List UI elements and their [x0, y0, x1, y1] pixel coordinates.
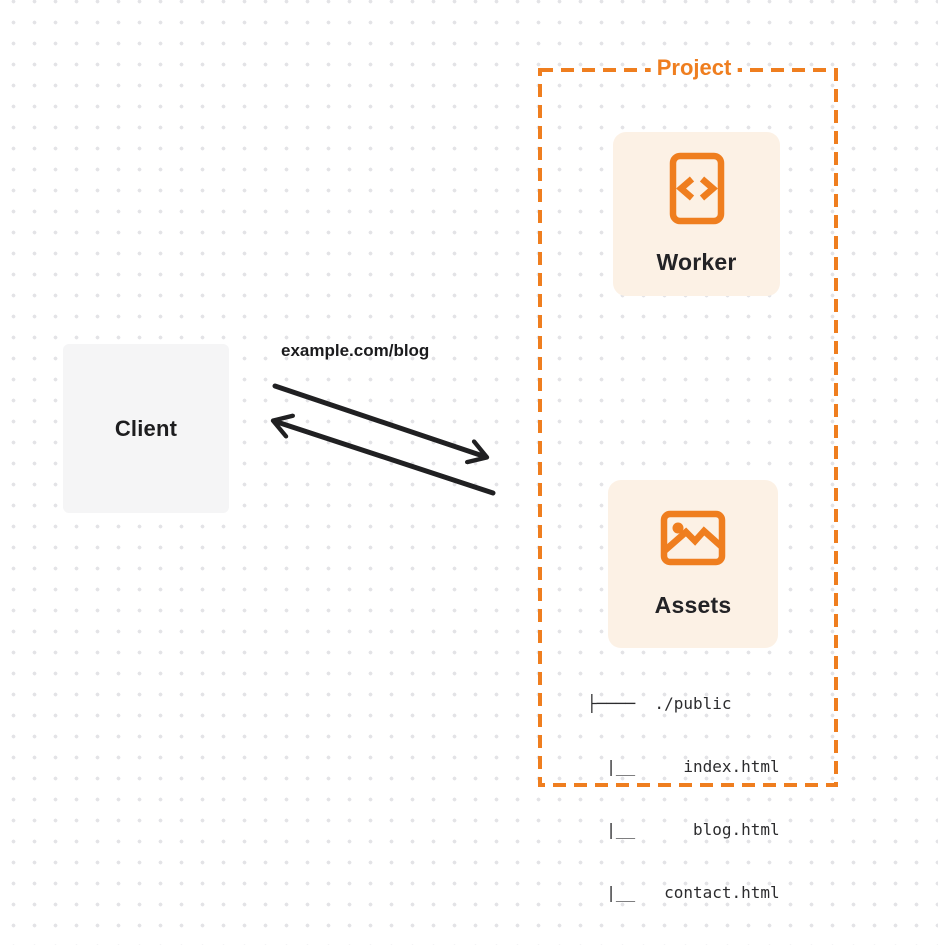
- tree-line-index: |__ index.html: [587, 757, 780, 776]
- image-icon: [660, 510, 726, 565]
- request-url-label: example.com/blog: [281, 341, 430, 360]
- request-response-arrows: [270, 383, 496, 496]
- architecture-diagram: Client example.com/blog Project Worker: [63, 54, 838, 902]
- assets-card: Assets: [608, 480, 778, 648]
- project-boundary: Project Worker Assets ├────: [538, 54, 838, 902]
- assets-file-tree: ├──── ./public |__ index.html |__ blog.h…: [587, 651, 780, 945]
- assets-label: Assets: [654, 591, 732, 618]
- project-label: Project: [650, 54, 738, 81]
- tree-line-public: ├──── ./public: [587, 694, 732, 713]
- response-arrow: [270, 413, 496, 496]
- tree-line-blog: |__ blog.html: [587, 820, 780, 839]
- client-label: Client: [114, 415, 178, 441]
- tree-line-contact: |__ contact.html: [587, 883, 780, 902]
- code-file-icon: [669, 152, 724, 225]
- client-box: Client: [63, 344, 229, 513]
- request-arrow: [272, 383, 490, 465]
- worker-card: Worker: [613, 132, 780, 296]
- worker-label: Worker: [656, 249, 737, 275]
